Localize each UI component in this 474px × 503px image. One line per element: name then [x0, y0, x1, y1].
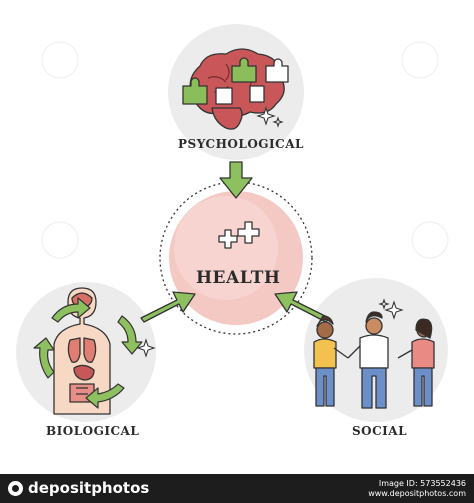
medical-cross-icon: [218, 221, 260, 249]
stock-footer: depositphotos Image ID: 573552436 www.de…: [0, 474, 474, 503]
psychological-label: PSYCHOLOGICAL: [178, 137, 304, 151]
footer-info: Image ID: 573552436 www.depositphotos.co…: [368, 479, 466, 499]
depositphotos-logo-icon: [8, 481, 23, 496]
sparkle-icon: [136, 338, 156, 358]
arrow-bio-to-health: [140, 291, 196, 323]
sparkle-icon: [378, 298, 404, 320]
health-model-diagram: [16, 24, 449, 422]
footer-brand: depositphotos: [28, 479, 150, 497]
biological-label: BIOLOGICAL: [46, 424, 140, 438]
watermark: [41, 41, 449, 259]
arrow-psych-to-health: [219, 161, 253, 199]
people-handshake-icon: [313, 311, 435, 409]
footer-image-id: Image ID: 573552436: [378, 479, 466, 488]
health-label: HEALTH: [196, 268, 281, 288]
social-label: SOCIAL: [352, 424, 408, 438]
arrow-social-to-health: [274, 291, 330, 323]
footer-site: www.depositphotos.com: [368, 489, 466, 498]
health-outer-ring: [159, 181, 313, 335]
sparkle-icon: [256, 106, 284, 128]
cycle-arrows: [33, 297, 143, 409]
brain-puzzle-icon: [182, 48, 289, 130]
